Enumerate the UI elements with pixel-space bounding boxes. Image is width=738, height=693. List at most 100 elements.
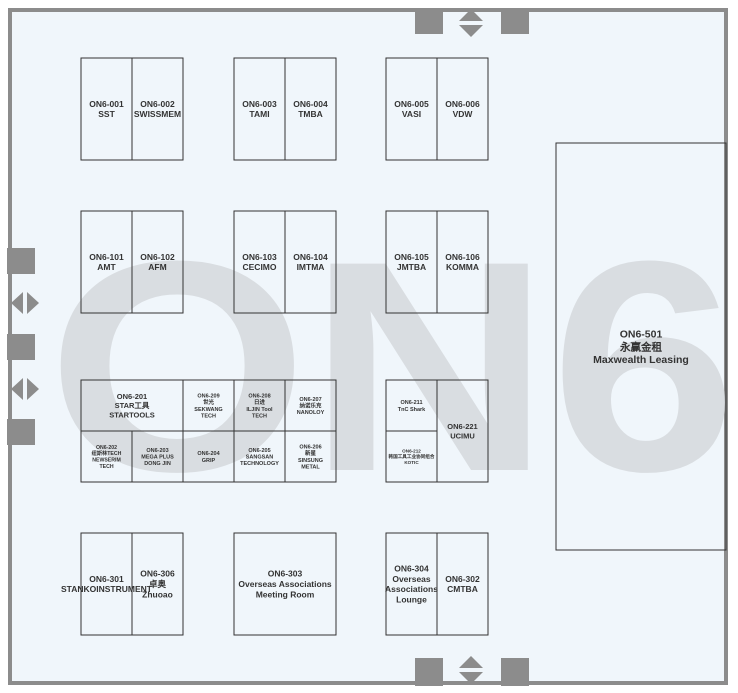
booth-number: ON6-103: [242, 252, 277, 262]
booth-exhibitor-label: 纳诺乐克: [299, 402, 322, 410]
booth-outline: [131, 210, 184, 314]
booth-outline: [284, 210, 337, 314]
booth-exhibitor-label: CMTBA: [447, 584, 478, 594]
booth-number: ON6-206: [299, 444, 321, 450]
booth-exhibitor-label: SST: [98, 109, 115, 119]
booth-exhibitor-label: DONG JIN: [144, 461, 171, 467]
booth-number: ON6-303: [268, 569, 303, 579]
hall-wall: [8, 8, 728, 685]
entrance-bottom-arrow-up-icon: [459, 656, 483, 668]
entrance-bottom-left-pillar: [415, 658, 443, 686]
booth-exhibitor-label: Overseas: [392, 574, 431, 584]
booth-exhibitor-label: TECH: [99, 464, 113, 470]
booth-exhibitor-label: CECIMO: [243, 262, 277, 272]
booth-number: ON6-207: [299, 397, 321, 403]
entrance-top: [415, 8, 529, 37]
booth-number: ON6-306: [140, 569, 175, 579]
hall-floor: [10, 10, 726, 683]
booth-number: ON6-005: [394, 99, 429, 109]
booth-exhibitor-label: MEGA PLUS: [141, 455, 174, 461]
booth-exhibitor-label: JMTBA: [397, 262, 426, 272]
booth-exhibitor-label: Lounge: [396, 595, 427, 605]
booth-exhibitor-label: 日进: [254, 398, 266, 406]
booth-number: ON6-002: [140, 99, 175, 109]
booth-number: ON6-202: [96, 445, 117, 451]
booth-exhibitor-label: 韩国工具工业协同组合: [389, 453, 435, 460]
booth-exhibitor-label: Zhuoao: [142, 589, 173, 599]
booth-number: ON6-304: [394, 564, 429, 574]
entrance-left-arrow-right-icon: [27, 378, 39, 400]
booth-exhibitor-label: 纽斯林TECH: [92, 449, 122, 457]
booth-number: ON6-302: [445, 574, 480, 584]
booth-exhibitor-label: AMT: [97, 262, 116, 272]
booth-exhibitor-label: NANOLOY: [297, 410, 325, 416]
booth-outline: [436, 532, 489, 636]
booth-number: ON6-105: [394, 252, 429, 262]
booth-number: ON6-301: [89, 574, 124, 584]
booth-exhibitor-label: UCIMU: [450, 431, 475, 440]
booth-number: ON6-104: [293, 252, 328, 262]
booth-exhibitor-label: VDW: [453, 109, 474, 119]
booth-outline: [284, 57, 337, 161]
entrance-left-arrow-left-icon: [11, 378, 23, 400]
booth-number: ON6-209: [197, 393, 219, 399]
booth-exhibitor-label: STAR工具: [115, 401, 150, 410]
booth-exhibitor-label: IMTMA: [297, 262, 325, 272]
booth-number: ON6-208: [248, 393, 270, 399]
booth-exhibitor-label: AFM: [148, 262, 166, 272]
booth-exhibitor-label: Meeting Room: [256, 589, 315, 599]
booth-number: ON6-001: [89, 99, 124, 109]
booth-number: ON6-205: [248, 448, 270, 454]
booth-exhibitor-label: TMBA: [298, 109, 323, 119]
booth-outline: [233, 532, 337, 636]
booth-exhibitor-label: KOTIC: [404, 460, 419, 465]
entrance-left-arrow-left-icon: [11, 292, 23, 314]
booth-outline: [555, 142, 727, 551]
booth-exhibitor-label: ILJIN Tool: [246, 407, 273, 413]
entrance-left-pillar-1: [7, 248, 35, 274]
booth-number: ON6-211: [400, 400, 422, 406]
booth-exhibitor-label: TnC Shark: [398, 407, 426, 413]
booth-exhibitor-label: STARTOOLS: [109, 410, 155, 419]
booth-exhibitor-label: TECHNOLOGY: [240, 461, 279, 467]
booth-exhibitor-label: Overseas Associations: [238, 579, 332, 589]
booth-exhibitor-label: 卓奥: [149, 579, 167, 589]
booth-outline: [436, 379, 489, 483]
entrance-top-arrow-down-icon: [459, 25, 483, 37]
booth-number: ON6-203: [146, 448, 168, 454]
booth-exhibitor-label: NEWSERIM: [92, 458, 121, 464]
entrance-left-arrow-right-icon: [27, 292, 39, 314]
booth-outline: [131, 57, 184, 161]
booth-outline: [131, 532, 184, 636]
booth-number: ON6-101: [89, 252, 124, 262]
booth-layer: ON6-001SSTON6-002SWISSMEMON6-003TAMION6-…: [61, 57, 727, 636]
booth-exhibitor-label: STANKOINSTRUMENT: [61, 584, 153, 594]
booth-outline: [284, 430, 337, 483]
entrance-bottom-right-pillar: [501, 658, 529, 686]
booth-exhibitor-label: Maxwealth Leasing: [593, 354, 689, 366]
booth-exhibitor-label: VASI: [402, 109, 421, 119]
booth-exhibitor-label: SEKWANG: [194, 407, 222, 413]
booth-exhibitor-label: SINSUNG: [298, 458, 323, 464]
booth-exhibitor-label: TAMI: [249, 109, 269, 119]
hall-watermark: ON6: [47, 198, 737, 534]
booth-exhibitor-label: 新星: [305, 449, 317, 457]
booth-exhibitor-label: KOMMA: [446, 262, 479, 272]
booth-number: ON6-106: [445, 252, 480, 262]
booth-number: ON6-006: [445, 99, 480, 109]
booth-exhibitor-label: GRIP: [202, 458, 216, 464]
entrance-bottom: [415, 656, 529, 686]
